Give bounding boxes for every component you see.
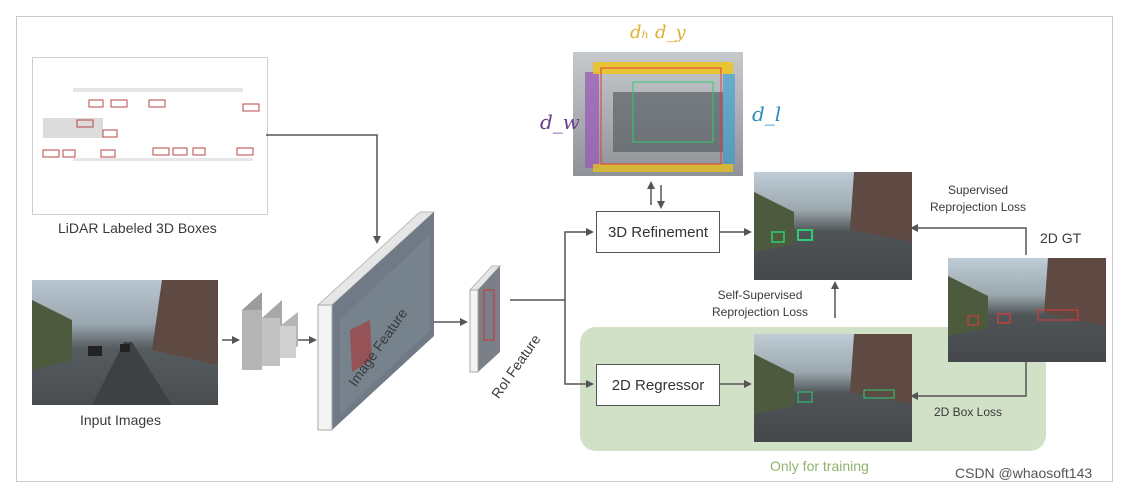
2d-gt-label: 2D GT bbox=[1040, 230, 1082, 246]
input-image bbox=[32, 280, 218, 405]
dh-dy-label: dₕ d_y bbox=[630, 22, 686, 43]
self-supervised-loss-text: Self-Supervised Reprojection Loss bbox=[712, 288, 809, 319]
only-for-training-label: Only for training bbox=[770, 458, 869, 474]
car-3d-box-image bbox=[573, 52, 743, 176]
supervised-loss-label: Supervised Reprojection Loss bbox=[930, 182, 1026, 216]
refined-output-image bbox=[754, 172, 912, 280]
diagram-frame bbox=[16, 16, 1113, 482]
input-images-label: Input Images bbox=[80, 412, 161, 428]
watermark: CSDN @whaosoft143 bbox=[955, 465, 1093, 481]
backbone-icon bbox=[242, 292, 298, 370]
dw-label: d_w bbox=[540, 110, 580, 134]
3d-refinement-box: 3D Refinement bbox=[596, 211, 720, 253]
2d-box-loss-label: 2D Box Loss bbox=[934, 405, 1003, 419]
supervised-loss-text: Supervised Reprojection Loss bbox=[930, 183, 1027, 214]
dl-label: d_l bbox=[752, 102, 782, 126]
2d-gt-image bbox=[948, 258, 1106, 362]
regressor-output-image bbox=[754, 334, 912, 442]
self-supervised-loss-label: Self-Supervised Reprojection Loss bbox=[712, 287, 808, 321]
2d-regressor-box: 2D Regressor bbox=[596, 364, 720, 406]
lidar-label: LiDAR Labeled 3D Boxes bbox=[58, 220, 217, 236]
lidar-pointcloud-image bbox=[32, 57, 268, 215]
